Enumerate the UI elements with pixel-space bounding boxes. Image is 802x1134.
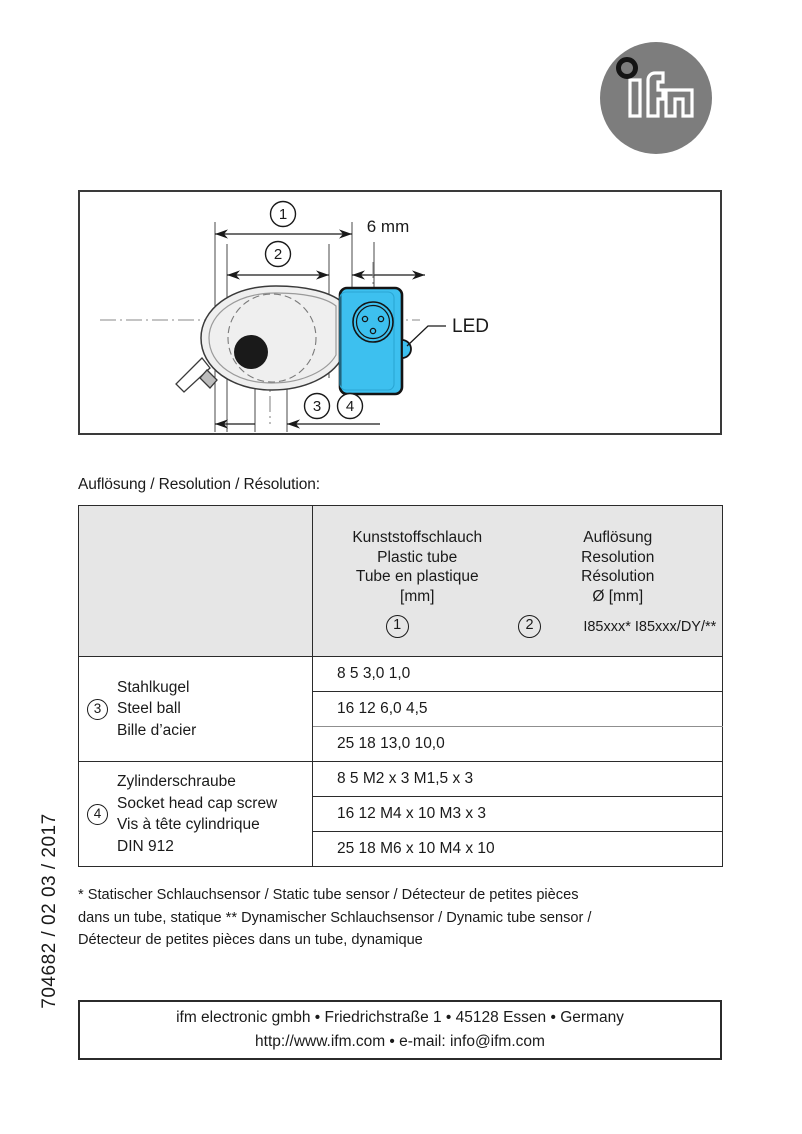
connector-ring-outer [352,301,394,343]
tube-clamp-shell [200,285,343,391]
table-row: 25 18 M6 x 10 M4 x 10 [79,831,723,867]
table-caption: Auflösung / Resolution / Résolution: [78,476,320,493]
group-steel-ball-marker: 3 [87,698,117,720]
footnote-line-3: Détecteur de petites pièces dans un tube… [78,932,423,948]
drawing-frame: 1 2 6 mm [78,190,722,435]
group-cap-screw-names: Zylinderschraube Socket head cap screw V… [117,771,277,857]
header-col-tube-line-2: Plastic tube [377,548,458,566]
value-cell: 16 12 6,0 4,5 [312,691,723,727]
group-marker-circle-4: 4 [87,803,108,825]
dimension-mark-2-label: 2 [274,246,282,263]
tube-inner-wall [208,292,337,384]
dimension-mark-3-label: 3 [313,398,321,415]
company-address-box: ifm electronic gmbh • Friedrichstraße 1 … [78,1000,722,1060]
footnotes: * Statischer Schlauchsensor / Static tub… [78,884,710,952]
header-col-tube-line-3: Tube en plastique [355,568,479,585]
group-marker-circle-3: 3 [87,698,108,720]
group-cap-screw-marker: 4 [87,803,117,825]
header-col-resolution-line-4: Ø [mm] [592,587,644,605]
header-part-numbers: I85xxx* I85xxx/DY/** [583,618,717,635]
group-cap-screw-name-fr: Vis à tête cylindrique [117,816,260,833]
led-leader-line [406,325,446,347]
sensor-body [338,286,404,396]
connector-pin-1 [361,315,369,323]
dimension-mark-1-circle [269,200,297,228]
table-header-row: Kunststoffschlauch Plastic tube Tube en … [78,505,723,657]
company-address-line-2: http://www.ifm.com • e-mail: info@ifm.co… [255,1033,545,1050]
value-cell: 25 18 M6 x 10 M4 x 10 [312,831,723,867]
steel-ball [234,335,268,369]
table-row: 4 Zylinderschraube Socket head cap screw… [78,761,723,867]
ifm-wordmark-icon [616,57,694,118]
header-col-tube-line-4: [mm] [400,587,435,605]
value-cell: 8 5 3,0 1,0 [312,656,723,692]
header-mark-2-circle: 2 [518,615,542,638]
header-col-resolution-line-3: Résolution [581,568,655,585]
group-cap-screw-standard: DIN 912 [117,837,174,855]
resolution-table: Kunststoffschlauch Plastic tube Tube en … [78,505,723,867]
group-steel-ball-name-fr: Bille d’acier [117,721,197,739]
header-mark-2: 2 [477,615,581,638]
group-cap-screw-name-en: Socket head cap screw [117,794,278,812]
tube-sensor-dimension-drawing: 1 2 6 mm [100,200,489,432]
table-row: 25 18 13,0 10,0 [79,726,723,762]
dimension-mark-4-circle [336,392,364,420]
table-row: 16 12 6,0 4,5 [79,691,723,727]
header-col-resolution-line-2: Resolution [581,548,655,566]
group-steel-ball-names: Stahlkugel Steel ball Bille d’acier [117,677,196,742]
led-callout-label: LED [452,316,489,337]
dimension-mark-3-circle [303,392,331,420]
connector-pin-3 [369,327,377,335]
company-address-line-1: ifm electronic gmbh • Friedrichstraße 1 … [176,1009,624,1026]
value-cell: 16 12 M4 x 10 M3 x 3 [312,796,723,832]
connector-pin-2 [377,315,385,323]
table-row: 3 Stahlkugel Steel ball Bille d’acier 8 … [78,656,723,762]
value-cell: 8 5 M2 x 3 M1,5 x 3 [312,761,723,797]
dimension-mark-2-circle [264,240,292,268]
footnote-line-2: dans un tube, statique ** Dynamischer Sc… [78,909,592,926]
header-marks-row: 1 2 I85xxx* I85xxx/DY/** [317,615,718,638]
clamp-screw [199,369,218,389]
header-col-tube-line-1: Kunststoffschlauch [352,529,483,546]
logo-circle [600,42,712,154]
group-cap-screw-cell: 4 Zylinderschraube Socket head cap screw… [78,761,313,867]
header-col-resolution-line-1: Auflösung [583,529,653,546]
connector-ring-inner [355,304,391,340]
dimension-mark-1-label: 1 [279,206,287,223]
header-mark-1: 1 [317,615,477,638]
clamp-tab [175,357,211,393]
header-columns-cell: Kunststoffschlauch Plastic tube Tube en … [312,505,723,657]
group-cap-screw-name-de: Zylinderschraube [117,773,236,790]
header-col-resolution: Auflösung Resolution Résolution Ø [mm] [518,528,719,606]
header-mark-1-circle: 1 [385,615,409,638]
document-number: 704682 / 02 03 / 2017 [39,813,60,1009]
tube-bore-circle [227,293,317,383]
table-row: 16 12 M4 x 10 M3 x 3 [79,796,723,832]
header-col-tube: Kunststoffschlauch Plastic tube Tube en … [317,528,518,606]
dimension-6mm-label: 6 mm [367,217,410,236]
value-cell: 25 18 13,0 10,0 [312,726,723,762]
group-steel-ball-name-en: Steel ball [117,700,181,718]
sensor-body-inner-edge [339,291,395,391]
header-blank-cell [78,505,313,657]
ifm-logo [600,42,712,154]
footnote-line-1: * Statischer Schlauchsensor / Static tub… [78,887,579,903]
group-steel-ball-name-de: Stahlkugel [117,678,190,696]
group-steel-ball-cell: 3 Stahlkugel Steel ball Bille d’acier [78,656,313,762]
dimension-mark-4-label: 4 [346,398,354,415]
